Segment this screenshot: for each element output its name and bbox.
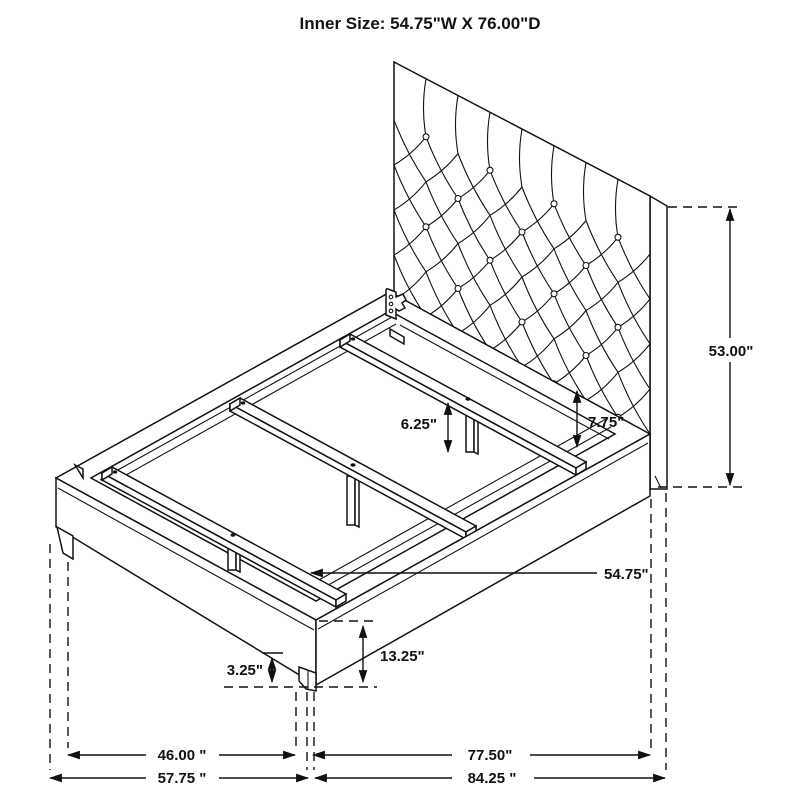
tufting-button (518, 228, 526, 236)
dim-label-rail-top-to-deck: 7.75" (588, 414, 624, 431)
tufting-button (422, 133, 430, 141)
support-leg-2-side (354, 474, 360, 529)
dim-label-headboard-height: 53.00" (709, 343, 754, 360)
headboard-bracket (385, 288, 407, 321)
dim-label-foot-leg-height: 3.25" (227, 662, 263, 679)
bed-frame (54, 288, 652, 692)
tufting-button (582, 351, 590, 360)
dim-label-slat-clearance: 6.25" (401, 416, 437, 433)
dim-label-slat-length: 54.75" (604, 566, 649, 583)
dim-label-length-between-legs: 77.50" (468, 747, 513, 764)
headboard-bracket-slot (389, 327, 405, 346)
right-rail-front-face (315, 432, 651, 687)
dim-length-overall: 84.25 " (313, 770, 667, 787)
left-corner-leg (55, 525, 74, 561)
slat-3 (100, 465, 348, 609)
tufting-button (582, 261, 590, 270)
slats (100, 332, 588, 609)
dim-length-between-legs: 77.50" (311, 747, 652, 764)
tufting-button (454, 194, 462, 203)
diagram-title: Inner Size: 54.75"W X 76.00"D (300, 14, 541, 33)
dim-width-overall: 57.75 " (48, 770, 310, 787)
dimension-annotations: 53.00" 7.75" 6.25" 54.75" 13.25" 3.25" (48, 206, 754, 787)
tufting-button (486, 256, 494, 264)
right-rail-lip-line (317, 442, 649, 630)
dim-label-side-rail-height: 13.25" (380, 648, 425, 665)
extension-lines (49, 493, 667, 770)
foot-rail-lip-line (57, 487, 315, 631)
dim-label-width-overall: 57.75 " (158, 770, 207, 787)
corner-notch (72, 463, 84, 481)
tufting-button (550, 200, 558, 208)
dim-rail-top-to-deck: 7.75" (572, 389, 624, 449)
dim-slat-clearance: 6.25" (401, 401, 453, 454)
tufting-button (614, 233, 622, 241)
dim-headboard-height: 53.00" (658, 206, 754, 488)
support-leg-2 (346, 475, 356, 526)
dim-label-width-between-legs: 46.00 " (158, 747, 207, 764)
tufting-button (422, 223, 430, 231)
tufting-button (518, 318, 526, 326)
dim-slat-length: 54.75" (309, 566, 649, 583)
dim-width-between-legs: 46.00 " (66, 747, 297, 764)
headboard-side-face (649, 194, 668, 490)
tufting-button (550, 290, 558, 298)
tufting-button (486, 166, 494, 174)
dim-side-rail-height: 13.25" (224, 620, 425, 688)
tufting-button (454, 284, 462, 293)
headboard-leg-taper-side (654, 475, 662, 489)
tufting-button (614, 323, 622, 331)
dim-label-length-overall: 84.25 " (468, 770, 517, 787)
dim-foot-leg-height: 3.25" (227, 652, 283, 684)
